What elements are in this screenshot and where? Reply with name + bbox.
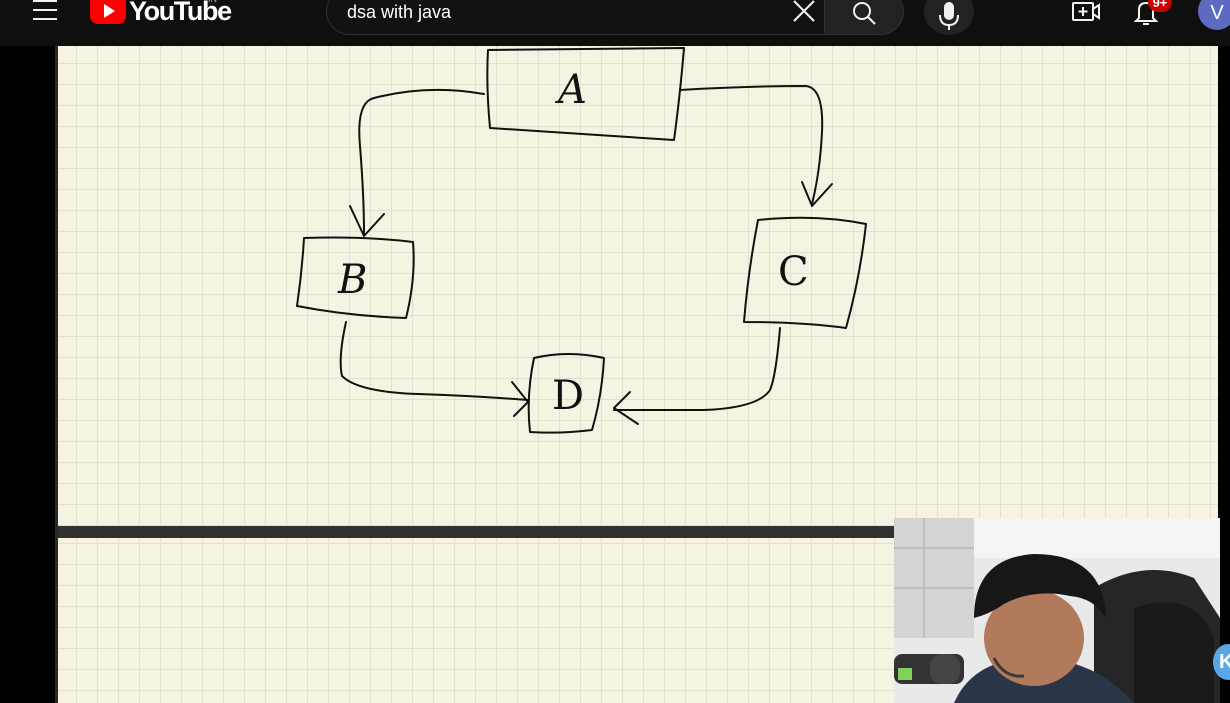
account-avatar[interactable]: V [1198, 0, 1230, 30]
presenter-image [894, 518, 1220, 703]
logo-wordmark: YouTube [129, 0, 232, 26]
search-input[interactable] [347, 0, 767, 25]
video-plus-icon[interactable] [1070, 0, 1102, 26]
node-c-label: C [778, 249, 809, 295]
top-bar: YouTube IN 9+ V [0, 0, 1230, 46]
node-d-label: D [552, 373, 585, 419]
search-button[interactable] [824, 0, 904, 35]
presenter-webcam [894, 518, 1220, 703]
hamburger-menu-icon[interactable] [30, 0, 60, 24]
video-left-border [55, 46, 58, 703]
close-icon[interactable] [788, 0, 820, 24]
edge-a-c [679, 85, 824, 205]
notebook-page: A B C D [58, 46, 1218, 526]
search-bar [326, 0, 824, 35]
node-b-box [296, 236, 415, 319]
node-d-box [527, 353, 605, 434]
edge-b-d [339, 321, 529, 401]
video-player[interactable]: A B C D K [0, 46, 1230, 703]
edge-a-b [358, 88, 485, 235]
node-b-label: B [338, 257, 368, 303]
voice-search-button[interactable] [924, 0, 974, 35]
side-panel-tab[interactable]: K [1213, 644, 1230, 680]
notification-count-badge: 9+ [1148, 0, 1172, 12]
arrowhead-c [801, 181, 833, 207]
node-a-box [486, 47, 685, 141]
arrowhead-b [349, 205, 385, 237]
search-icon [853, 2, 876, 25]
edge-c-d [613, 327, 781, 412]
node-c-box [743, 216, 867, 329]
youtube-play-icon [90, 0, 126, 24]
graph-diagram [296, 47, 867, 434]
microphone-icon [939, 2, 959, 30]
logo-country-code: IN [208, 0, 217, 4]
arrowhead-d-left [511, 381, 529, 417]
arrowhead-d-right [613, 391, 639, 425]
page-divider [58, 526, 898, 538]
node-a-label: A [558, 67, 587, 113]
